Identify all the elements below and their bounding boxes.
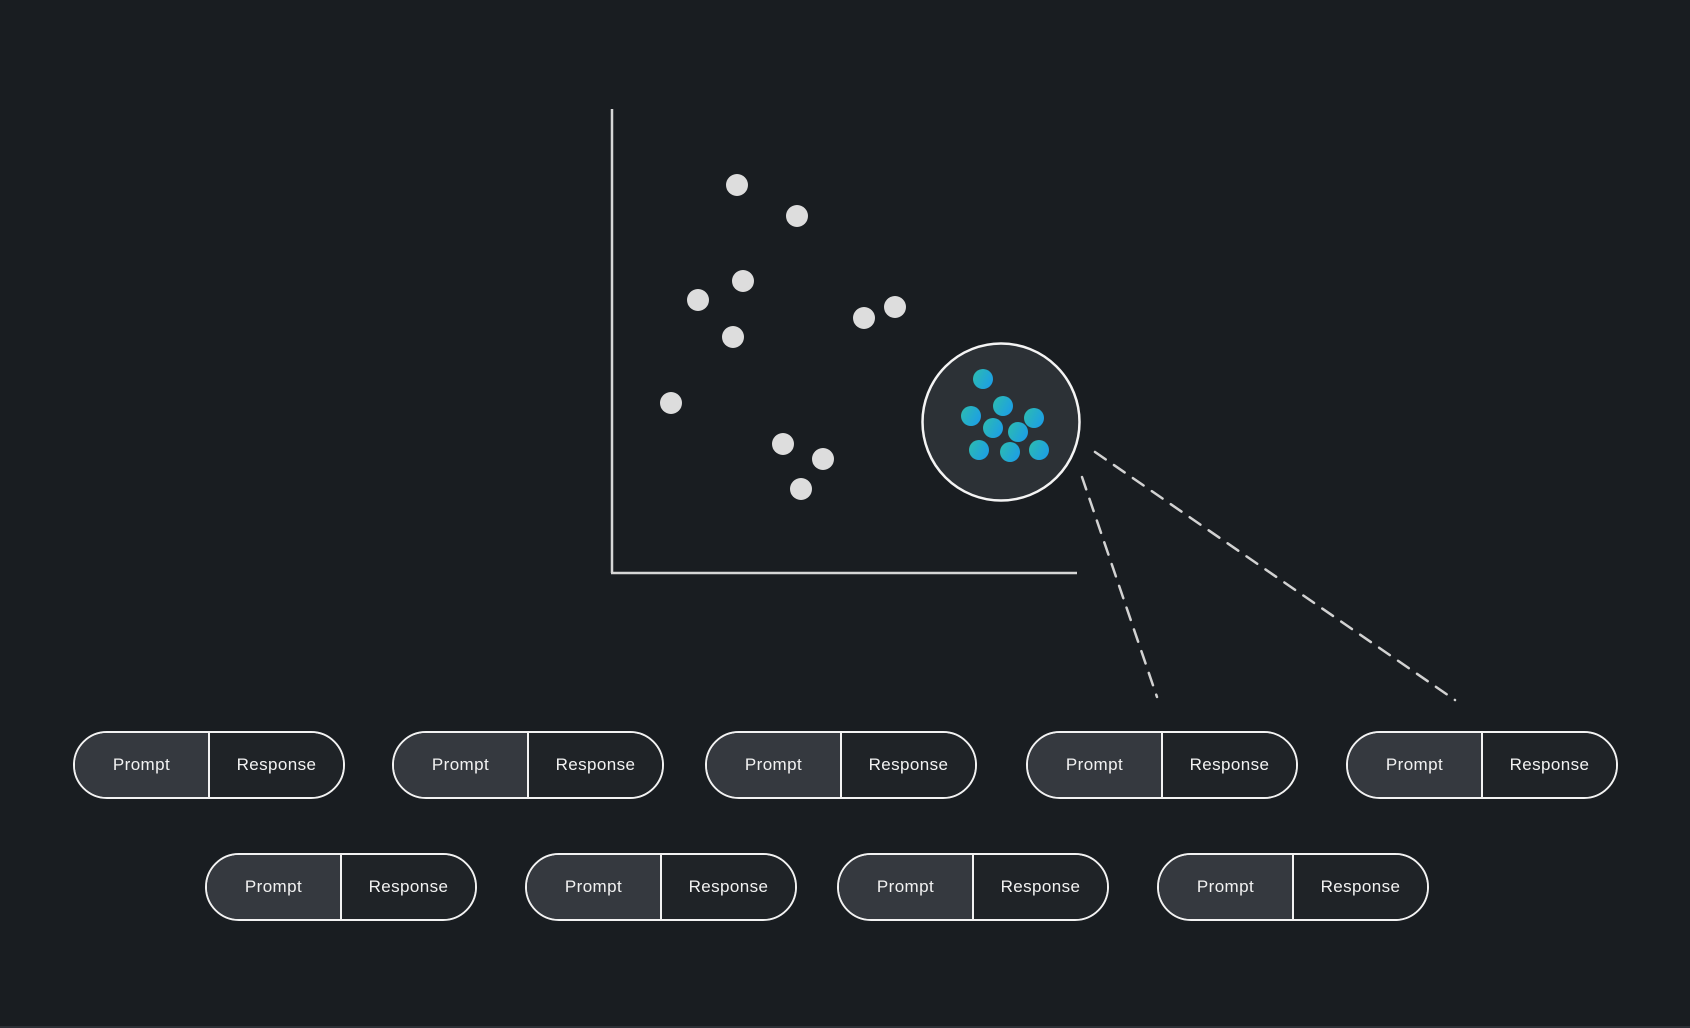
pill-prompt-label: Prompt bbox=[1196, 877, 1255, 896]
scatter-dot bbox=[726, 174, 748, 196]
prompt-response-pill: Prompt Response bbox=[1157, 853, 1429, 921]
pill-prompt-segment: Prompt bbox=[207, 855, 342, 919]
pill-response-segment: Response bbox=[1163, 733, 1296, 797]
callout-dashed-line bbox=[1080, 475, 1159, 699]
cluster-dot bbox=[969, 440, 989, 460]
pill-response-segment: Response bbox=[842, 733, 975, 797]
pill-response-segment: Response bbox=[210, 733, 343, 797]
scatter-dot bbox=[722, 326, 744, 348]
prompt-response-pill: Prompt Response bbox=[1346, 731, 1618, 799]
pill-prompt-segment: Prompt bbox=[75, 733, 210, 797]
bottom-edge-line bbox=[0, 1026, 1690, 1028]
callout-dashed-line bbox=[1093, 450, 1457, 702]
pill-response-segment: Response bbox=[1294, 855, 1427, 919]
pill-prompt-label: Prompt bbox=[876, 877, 935, 896]
scatter-dot bbox=[660, 392, 682, 414]
scatter-dot bbox=[732, 270, 754, 292]
pill-response-label: Response bbox=[236, 755, 317, 774]
pill-prompt-segment: Prompt bbox=[394, 733, 529, 797]
pill-response-label: Response bbox=[368, 877, 449, 896]
pill-response-label: Response bbox=[868, 755, 949, 774]
cluster-dot bbox=[1024, 408, 1044, 428]
pill-response-label: Response bbox=[1509, 755, 1590, 774]
pill-prompt-segment: Prompt bbox=[707, 733, 842, 797]
pill-prompt-segment: Prompt bbox=[1028, 733, 1163, 797]
cluster-dot bbox=[1000, 442, 1020, 462]
cluster-dot bbox=[1029, 440, 1049, 460]
scatter-dot bbox=[853, 307, 875, 329]
pill-response-segment: Response bbox=[1483, 733, 1616, 797]
cluster-dot bbox=[983, 418, 1003, 438]
prompt-response-pill: Prompt Response bbox=[73, 731, 345, 799]
cluster-dot bbox=[993, 396, 1013, 416]
pill-prompt-label: Prompt bbox=[744, 755, 803, 774]
pill-prompt-label: Prompt bbox=[244, 877, 303, 896]
prompt-response-pill: Prompt Response bbox=[837, 853, 1109, 921]
scatter-dot bbox=[772, 433, 794, 455]
pill-prompt-label: Prompt bbox=[112, 755, 171, 774]
pill-prompt-segment: Prompt bbox=[1159, 855, 1294, 919]
pill-response-segment: Response bbox=[529, 733, 662, 797]
pill-prompt-label: Prompt bbox=[564, 877, 623, 896]
pill-prompt-segment: Prompt bbox=[527, 855, 662, 919]
cluster-dot bbox=[973, 369, 993, 389]
prompt-response-pill: Prompt Response bbox=[525, 853, 797, 921]
pill-prompt-label: Prompt bbox=[431, 755, 490, 774]
pill-response-label: Response bbox=[1189, 755, 1270, 774]
scatter-dot bbox=[790, 478, 812, 500]
pill-response-segment: Response bbox=[342, 855, 475, 919]
pill-prompt-label: Prompt bbox=[1385, 755, 1444, 774]
prompt-response-pill: Prompt Response bbox=[705, 731, 977, 799]
scatter-dot bbox=[786, 205, 808, 227]
pill-prompt-segment: Prompt bbox=[1348, 733, 1483, 797]
cluster-dot bbox=[961, 406, 981, 426]
scatter-dot bbox=[812, 448, 834, 470]
scatter-dot bbox=[687, 289, 709, 311]
pill-response-label: Response bbox=[555, 755, 636, 774]
pill-response-label: Response bbox=[1320, 877, 1401, 896]
prompt-response-pill: Prompt Response bbox=[205, 853, 477, 921]
scatter-dot bbox=[884, 296, 906, 318]
prompt-response-pill: Prompt Response bbox=[392, 731, 664, 799]
pill-response-label: Response bbox=[688, 877, 769, 896]
pill-response-segment: Response bbox=[662, 855, 795, 919]
prompt-response-pill: Prompt Response bbox=[1026, 731, 1298, 799]
pill-response-label: Response bbox=[1000, 877, 1081, 896]
cluster-dot bbox=[1008, 422, 1028, 442]
pill-prompt-label: Prompt bbox=[1065, 755, 1124, 774]
pill-prompt-segment: Prompt bbox=[839, 855, 974, 919]
pill-response-segment: Response bbox=[974, 855, 1107, 919]
